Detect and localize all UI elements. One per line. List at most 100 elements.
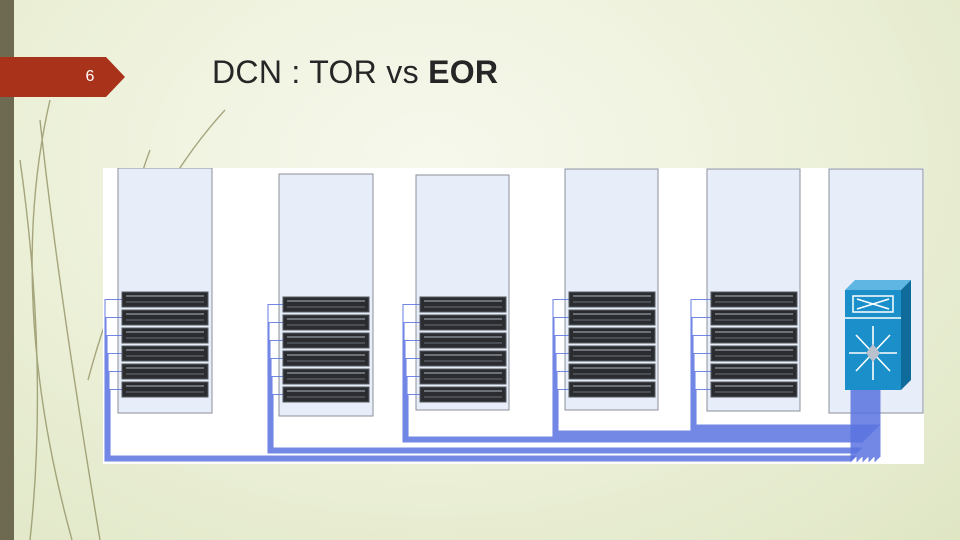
server-2-5 xyxy=(282,368,370,385)
server-bay-4-2-b xyxy=(573,319,651,321)
server-bay-3-3-a xyxy=(424,336,502,338)
server-3-5 xyxy=(419,368,507,385)
cable-rack-1-5 xyxy=(108,370,855,458)
server-5-1 xyxy=(710,291,798,308)
cable-rack-3-6 xyxy=(407,393,868,438)
cable-rack-2-3 xyxy=(269,339,859,452)
server-bay-4-1-b xyxy=(573,301,651,303)
server-bay-1-3-b xyxy=(126,337,204,339)
cable-rack-1-1 xyxy=(104,298,851,462)
switch-crossbar-box xyxy=(852,295,894,313)
cable-rack-5-4 xyxy=(693,352,878,428)
server-2-3 xyxy=(282,332,370,349)
server-bay-3-4-a xyxy=(424,354,502,356)
server-bay-3-3-b xyxy=(424,342,502,344)
cable-rack-4-6 xyxy=(557,388,874,432)
server-1-1 xyxy=(121,291,209,308)
server-bay-3-5-b xyxy=(424,378,502,380)
server-bay-3-2-a xyxy=(424,318,502,320)
server-1-4 xyxy=(121,345,209,362)
server-bay-5-3-b xyxy=(715,337,793,339)
cable-rack-3-1 xyxy=(402,303,863,443)
server-bay-3-5-a xyxy=(424,372,502,374)
server-bay-4-6-a xyxy=(573,385,651,387)
server-bay-4-4-a xyxy=(573,349,651,351)
server-2-4 xyxy=(282,350,370,367)
server-bay-1-5-a xyxy=(126,367,204,369)
server-3-2 xyxy=(419,314,507,331)
cable-rack-4-2 xyxy=(553,316,870,436)
cable-rack-5-2 xyxy=(691,316,876,430)
server-bay-1-2-b xyxy=(126,319,204,321)
server-1-6 xyxy=(121,381,209,398)
server-3-6 xyxy=(419,386,507,403)
server-bay-1-6-b xyxy=(126,391,204,393)
cable-rack-1-3 xyxy=(106,334,853,460)
slide-number: 6 xyxy=(85,68,95,85)
cable-rack-4-5 xyxy=(556,370,873,433)
slide-title-emphasis: EOR xyxy=(428,54,499,90)
server-bay-4-4-b xyxy=(573,355,651,357)
server-bay-5-1-b xyxy=(715,301,793,303)
cable-rack-2-2 xyxy=(268,321,858,453)
server-bay-2-5-b xyxy=(287,378,365,380)
server-bay-2-4-a xyxy=(287,354,365,356)
server-bay-5-1-a xyxy=(715,295,793,297)
server-bay-5-5-b xyxy=(715,373,793,375)
server-bay-4-3-b xyxy=(573,337,651,339)
eor-topology-diagram xyxy=(103,167,924,464)
cable-rack-4-3 xyxy=(554,334,871,435)
server-bay-2-3-b xyxy=(287,342,365,344)
server-bay-2-4-b xyxy=(287,360,365,362)
server-bay-1-1-b xyxy=(126,301,204,303)
server-4-3 xyxy=(568,327,656,344)
server-bay-2-2-b xyxy=(287,324,365,326)
server-bay-5-6-a xyxy=(715,385,793,387)
server-bay-3-6-a xyxy=(424,390,502,392)
server-bay-5-5-a xyxy=(715,367,793,369)
server-bay-4-5-b xyxy=(573,373,651,375)
cable-rack-4-1 xyxy=(552,298,869,437)
cable-rack-4-4 xyxy=(555,352,872,434)
cable-rack-3-5 xyxy=(406,375,867,439)
server-5-3 xyxy=(710,327,798,344)
slide-title-text: DCN : TOR vs xyxy=(212,54,429,90)
server-bay-1-4-b xyxy=(126,355,204,357)
left-accent-bar xyxy=(0,0,14,540)
server-bay-2-2-a xyxy=(287,318,365,320)
server-5-4 xyxy=(710,345,798,362)
server-bay-4-1-a xyxy=(573,295,651,297)
server-bay-3-1-a xyxy=(424,300,502,302)
server-bay-4-2-a xyxy=(573,313,651,315)
server-bay-2-5-a xyxy=(287,372,365,374)
cable-rack-5-5 xyxy=(694,370,879,427)
server-bay-3-4-b xyxy=(424,360,502,362)
cable-rack-3-3 xyxy=(404,339,865,441)
server-2-1 xyxy=(282,296,370,313)
server-4-6 xyxy=(568,381,656,398)
server-bay-2-6-b xyxy=(287,396,365,398)
server-bay-5-2-b xyxy=(715,319,793,321)
cable-rack-1-6 xyxy=(109,388,856,457)
switch-core-diamond xyxy=(866,344,880,362)
cable-rack-5-6 xyxy=(695,388,880,426)
cable-rack-2-4 xyxy=(270,357,860,451)
cable-rack-3-4 xyxy=(405,357,866,440)
server-4-4 xyxy=(568,345,656,362)
server-2-2 xyxy=(282,314,370,331)
server-bay-1-1-a xyxy=(126,295,204,297)
cable-rack-5-1 xyxy=(690,298,875,431)
server-4-5 xyxy=(568,363,656,380)
server-1-2 xyxy=(121,309,209,326)
server-5-6 xyxy=(710,381,798,398)
server-3-3 xyxy=(419,332,507,349)
server-bay-3-6-b xyxy=(424,396,502,398)
cable-rack-2-5 xyxy=(271,375,861,450)
server-bay-1-4-a xyxy=(126,349,204,351)
server-1-5 xyxy=(121,363,209,380)
diagram-canvas xyxy=(104,167,924,462)
server-bay-2-1-b xyxy=(287,306,365,308)
server-2-6 xyxy=(282,386,370,403)
server-bay-3-1-b xyxy=(424,306,502,308)
cable-rack-3-2 xyxy=(403,321,864,442)
